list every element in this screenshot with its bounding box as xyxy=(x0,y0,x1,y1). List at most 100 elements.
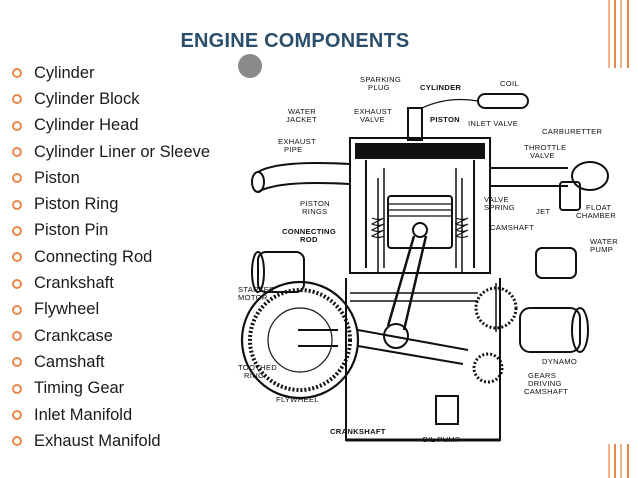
coil-shape xyxy=(477,93,529,109)
grey-circle-accent xyxy=(238,54,262,78)
label-oil-pump: OIL PUMP xyxy=(422,435,460,444)
circle-bullet-icon xyxy=(12,173,22,184)
circle-bullet-icon xyxy=(12,410,22,420)
circle-bullet-icon xyxy=(12,120,22,131)
label-exhaust-pipe-1: EXHAUST xyxy=(278,137,316,146)
label-camshaft: CAMSHAFT xyxy=(490,223,534,232)
component-label: Timing Gear xyxy=(34,379,125,398)
engine-diagram-svg: SPARKING PLUG CYLINDER COIL WATER JACKET… xyxy=(238,54,618,444)
oil-pump-shape xyxy=(435,395,459,425)
component-list-item: Cylinder Liner or Sleeve xyxy=(12,139,210,165)
component-list-item: Timing Gear xyxy=(12,376,210,402)
component-label: Piston xyxy=(34,168,80,187)
label-water-pump-2: PUMP xyxy=(590,245,613,254)
label-valve-spring-2: SPRING xyxy=(484,203,515,212)
component-list-item: Crankcase xyxy=(12,323,210,349)
label-water-jacket-1: WATER xyxy=(288,107,316,116)
label-cylinder: CYLINDER xyxy=(420,83,461,92)
label-connecting-rod-1: CONNECTING xyxy=(282,227,336,236)
label-coil: COIL xyxy=(500,79,519,88)
label-exhaust-valve-2: VALVE xyxy=(360,115,385,124)
connecting-rod-shape xyxy=(386,235,428,331)
component-list-item: Piston xyxy=(12,165,210,191)
component-label: Crankcase xyxy=(34,326,113,345)
float-chamber-shape xyxy=(559,181,581,211)
label-float-chamber-1: FLOAT xyxy=(586,203,611,212)
circle-bullet-icon xyxy=(12,94,22,105)
component-list-item: Camshaft xyxy=(12,349,210,375)
label-toothed-ring-2: RING xyxy=(244,371,264,380)
component-label: Flywheel xyxy=(34,300,100,319)
component-label: Piston Pin xyxy=(34,221,109,240)
label-piston-rings-2: RINGS xyxy=(302,207,328,216)
inlet-manifold-shape xyxy=(490,167,568,187)
circle-bullet-icon xyxy=(12,252,22,263)
component-label: Piston Ring xyxy=(34,195,119,214)
label-jet: JET xyxy=(536,207,550,216)
component-label: Cylinder Liner or Sleeve xyxy=(34,142,211,161)
circle-bullet-icon xyxy=(12,357,22,368)
label-gears-1: GEARS xyxy=(528,371,556,380)
flywheel-shape xyxy=(240,280,360,400)
crankshaft-shape xyxy=(357,329,469,365)
component-list-item: Piston Ring xyxy=(12,191,210,217)
label-connecting-rod-2: ROD xyxy=(300,235,318,244)
circle-bullet-icon xyxy=(12,225,22,236)
label-sparking-plug-1: SPARKING xyxy=(360,75,401,84)
component-list-item: Flywheel xyxy=(12,297,210,323)
component-label: Connecting Rod xyxy=(34,247,153,266)
label-toothed-ring-1: TOOTHED xyxy=(238,363,277,372)
component-label: Camshaft xyxy=(34,352,105,371)
label-sparking-plug-2: PLUG xyxy=(368,83,390,92)
circle-bullet-icon xyxy=(12,199,22,210)
label-float-chamber-2: CHAMBER xyxy=(576,211,616,220)
label-flywheel: FLYWHEEL xyxy=(276,395,319,404)
component-label: Cylinder xyxy=(34,63,95,82)
component-list-item: Inlet Manifold xyxy=(12,402,210,428)
cylinder-head xyxy=(355,143,485,159)
label-crankshaft: CRANKSHAFT xyxy=(330,427,386,436)
label-gears-2: DRIVING xyxy=(528,379,562,388)
label-dynamo: DYNAMO xyxy=(542,357,577,366)
starter-motor-shape xyxy=(257,251,305,293)
label-water-jacket-2: JACKET xyxy=(286,115,317,124)
component-list-item: Crankshaft xyxy=(12,270,210,296)
decorative-lines-bottom xyxy=(602,444,638,478)
slide-title: ENGINE COMPONENTS xyxy=(180,30,410,52)
label-valve-spring-1: VALVE xyxy=(484,195,509,204)
circle-bullet-icon xyxy=(12,278,22,289)
circle-bullet-icon xyxy=(12,331,22,342)
decorative-lines-top xyxy=(602,0,638,68)
label-inlet-valve: INLET VALVE xyxy=(468,119,518,128)
label-gears-3: CAMSHAFT xyxy=(524,387,568,396)
piston-shape xyxy=(387,195,453,249)
component-list-item: Cylinder Block xyxy=(12,86,210,112)
water-pump-shape xyxy=(535,247,577,279)
circle-bullet-icon xyxy=(12,147,22,158)
label-exhaust-valve-1: EXHAUST xyxy=(354,107,392,116)
exhaust-pipe-shape xyxy=(257,162,351,193)
label-throttle-valve-1: THROTTLE xyxy=(524,143,566,152)
label-piston-rings-1: PISTON xyxy=(300,199,330,208)
component-label: Exhaust Manifold xyxy=(34,431,161,450)
circle-bullet-icon xyxy=(12,436,22,447)
circle-bullet-icon xyxy=(12,68,22,79)
label-piston: PISTON xyxy=(430,115,460,124)
component-list-item: Cylinder Head xyxy=(12,113,210,139)
label-water-pump-1: WATER xyxy=(590,237,618,246)
engine-diagram: SPARKING PLUG CYLINDER COIL WATER JACKET… xyxy=(238,54,618,453)
component-list-item: Cylinder xyxy=(12,60,210,86)
component-label: Cylinder Head xyxy=(34,116,139,135)
dynamo-shape xyxy=(519,307,581,353)
label-starter-motor-1: STARTER xyxy=(238,285,275,294)
label-starter-motor-2: MOTOR xyxy=(238,293,268,302)
label-throttle-valve-2: VALVE xyxy=(530,151,555,160)
component-list-item: Exhaust Manifold xyxy=(12,428,210,454)
label-exhaust-pipe-2: PIPE xyxy=(284,145,303,154)
circle-bullet-icon xyxy=(12,383,22,394)
component-list-item: Piston Pin xyxy=(12,218,210,244)
sparking-plug-shape xyxy=(407,107,423,141)
component-label: Crankshaft xyxy=(34,274,114,293)
circle-bullet-icon xyxy=(12,304,22,315)
